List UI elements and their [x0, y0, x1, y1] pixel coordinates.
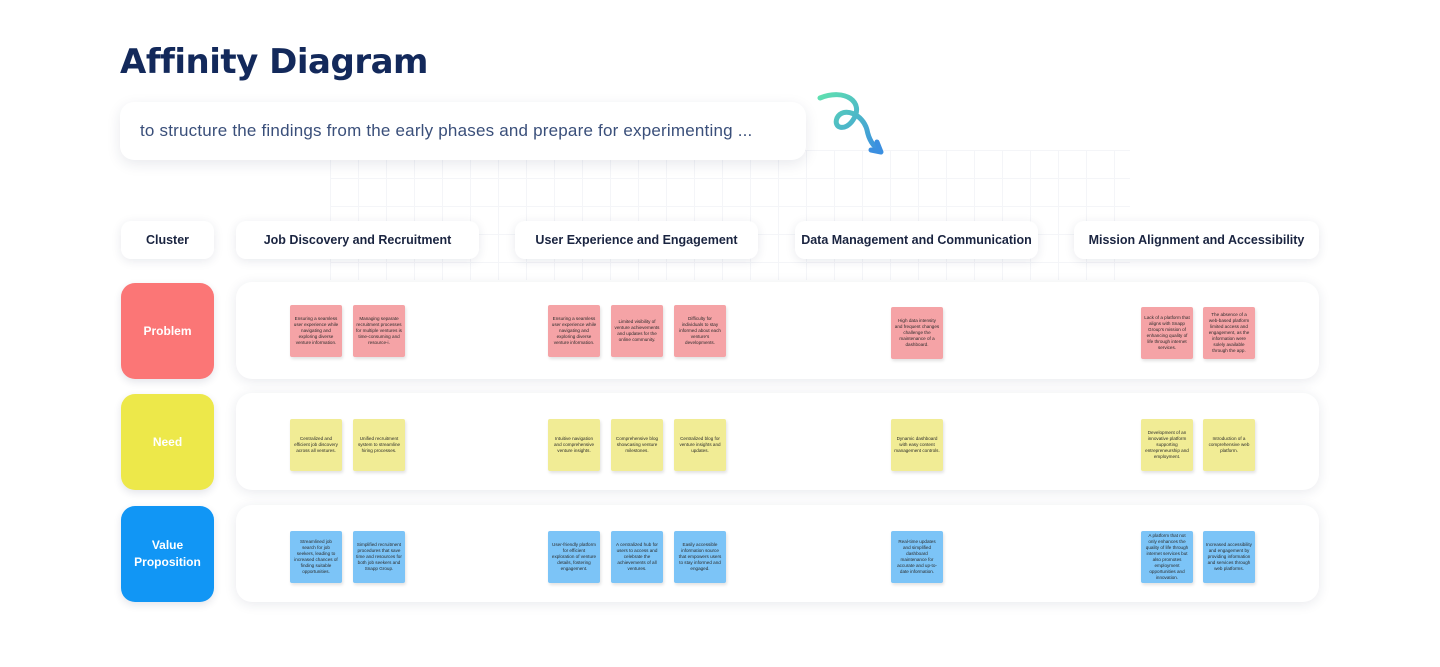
column-header-mission-alignment: Mission Alignment and Accessibility: [1074, 221, 1319, 259]
subtitle-text: to structure the findings from the early…: [140, 121, 753, 140]
sticky-note: Intuitive navigation and comprehensive v…: [548, 419, 600, 471]
sticky-note: Comprehensive blog showcasing venture mi…: [611, 419, 663, 471]
sticky-note: Difficulty for individuals to stay infor…: [674, 305, 726, 357]
sticky-note: Managing separate recruitment processes …: [353, 305, 405, 357]
sticky-note: User-friendly platform for efficient exp…: [548, 531, 600, 583]
sticky-note: A platform that not only enhances the qu…: [1141, 531, 1193, 583]
sticky-note: Unified recruitment system to streamline…: [353, 419, 405, 471]
sticky-note: Centralized blog for venture insights an…: [674, 419, 726, 471]
page-title: Affinity Diagram: [120, 42, 428, 82]
sticky-note: Streamlined job search for job seekers, …: [290, 531, 342, 583]
row-panel-problem: [236, 282, 1319, 379]
subtitle-box: to structure the findings from the early…: [120, 102, 806, 160]
sticky-note: Ensuring a seamless user experience whil…: [290, 305, 342, 357]
row-label-value-proposition: Value Proposition: [121, 506, 214, 602]
sticky-note: Increased accessibility and engagement b…: [1203, 531, 1255, 583]
sticky-note: High data intensity and frequent changes…: [891, 307, 943, 359]
column-header-job-discovery: Job Discovery and Recruitment: [236, 221, 479, 259]
sticky-note: Introduction of a comprehensive web plat…: [1203, 419, 1255, 471]
sticky-note: Dynamic dashboard with easy content mana…: [891, 419, 943, 471]
sticky-note: The absence of a web-based platform limi…: [1203, 307, 1255, 359]
sticky-note: Lack of a platform that aligns with Snap…: [1141, 307, 1193, 359]
column-header-user-experience: User Experience and Engagement: [515, 221, 758, 259]
curly-arrow-icon: [817, 92, 884, 155]
sticky-note: A centralized hub for users to access an…: [611, 531, 663, 583]
column-header-data-management: Data Management and Communication: [795, 221, 1038, 259]
background-grid: [330, 150, 1130, 280]
sticky-note: Centralized and efficient job discovery …: [290, 419, 342, 471]
row-panel-value-proposition: [236, 505, 1319, 602]
row-label-problem: Problem: [121, 283, 214, 379]
sticky-note: Limited visibility of venture achievemen…: [611, 305, 663, 357]
sticky-note: Development of an innovative platform su…: [1141, 419, 1193, 471]
sticky-note: Easily accessible information source tha…: [674, 531, 726, 583]
sticky-note: Simplified recruitment procedures that s…: [353, 531, 405, 583]
cluster-header: Cluster: [121, 221, 214, 259]
row-panel-need: [236, 393, 1319, 490]
sticky-note: Real-time updates and simplified dashboa…: [891, 531, 943, 583]
sticky-note: Ensuring a seamless user experience whil…: [548, 305, 600, 357]
row-label-need: Need: [121, 394, 214, 490]
